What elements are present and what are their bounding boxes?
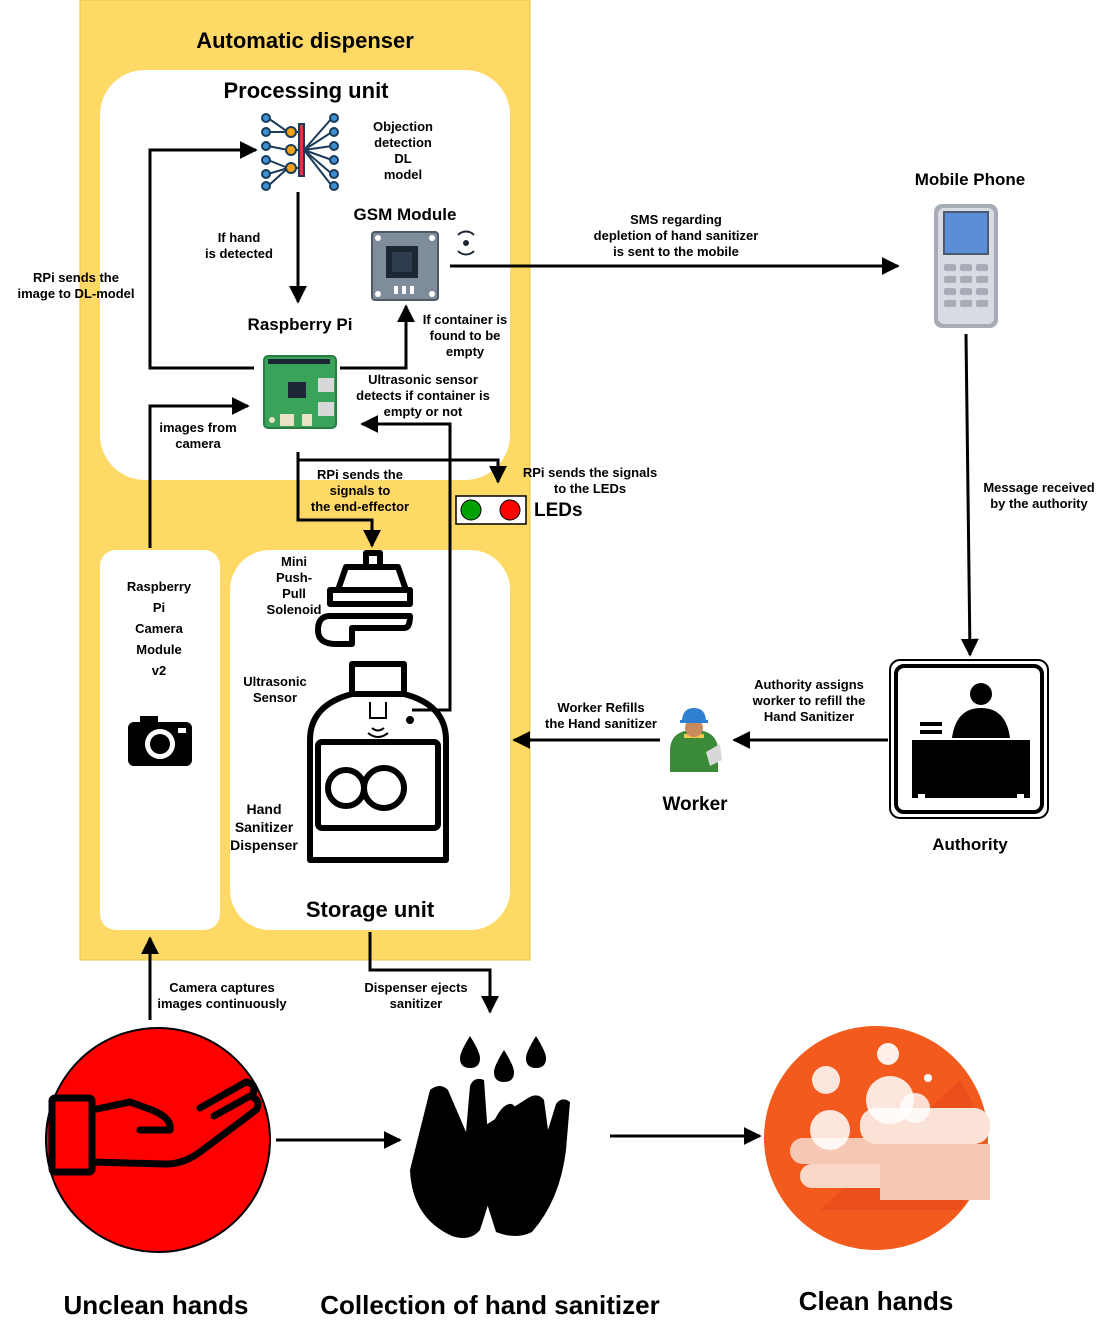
edge-label-dispenser-ejects: Dispenser ejects sanitizer [364,980,468,1011]
raspberry-pi-board-icon [263,355,337,429]
clean-hands-label: Clean hands [798,1286,954,1316]
arrow-mobile-to-authority [960,333,979,657]
worker-label: Worker [662,794,728,815]
edge-label-message-received: Message received by the authority [983,480,1095,511]
collection-label: Collection of hand sanitizer [320,1290,660,1320]
edge-label-authority-assigns: Authority assigns worker to refill the H… [752,677,866,724]
clean-hands-icon [764,1026,990,1250]
washing-hands-icon [410,1036,570,1238]
gsm-module-label: GSM Module [353,205,457,224]
ultrasonic-sensor-label: Ultrasonic Sensor [243,674,307,705]
arrow-dispenser-eject [368,932,499,1014]
leds-label: LEDs [534,500,583,521]
worker-icon [670,708,722,772]
arrow-camera-to-rpi [148,397,250,548]
automatic-dispenser-title: Automatic dispenser [196,28,414,53]
camera-module-label: Raspberry Pi Camera Module v2 [126,579,192,678]
led-green [460,499,482,521]
edge-label-signals-leds: RPi sends the signals to the LEDs [522,465,658,496]
gsm-chip-icon [371,230,475,301]
solenoid-label: Mini Push- Pull Solenoid [266,554,322,617]
hand-sanitizer-dispenser-label: Hand Sanitizer Dispenser [230,801,298,853]
arrow-rpi-to-leds [298,458,507,484]
camera-icon [128,716,192,766]
edge-label-container-empty: If container is found to be empty [422,312,508,359]
dl-model-label: Objection detection DL model [373,119,433,182]
connectors [141,141,979,1149]
led-red [499,499,521,521]
arrow-rpi-to-dl [148,141,258,370]
ultrasonic-wave-icon [367,702,414,738]
authority-label: Authority [932,835,1008,854]
arrow-sensor-to-rpi [360,415,452,712]
edge-label-signals-end-effector: RPi sends the signals to the end-effecto… [310,467,410,514]
authority-desk-icon [889,659,1049,819]
open-hand-icon [45,1027,271,1253]
arrow-rpi-to-gsm [340,304,415,370]
processing-unit-box [100,70,510,480]
edge-label-camera-captures: Camera captures images continuously [157,980,287,1011]
unclean-hands-label: Unclean hands [63,1290,249,1320]
neural-network-icon [261,113,339,191]
edge-label-rpi-sends-image: RPi sends the image to DL-model [17,270,135,301]
soap-dispenser-icon [307,550,449,863]
edge-label-hand-detected: If hand is detected [205,230,273,261]
arrow-rpi-to-solenoid [296,452,381,548]
edge-label-sms: SMS regarding depletion of hand sanitize… [593,212,759,259]
edge-label-ultrasonic-detects: Ultrasonic sensor detects if container i… [356,372,490,419]
edge-label-worker-refills: Worker Refills the Hand sanitizer [545,700,657,731]
edge-label-images-from-camera: images from camera [159,420,237,451]
mobile-phone-label: Mobile Phone [914,170,1026,189]
storage-unit-title: Storage unit [305,897,435,922]
mobile-phone-icon [934,204,998,328]
processing-unit-title: Processing unit [223,78,389,103]
raspberry-pi-label: Raspberry Pi [247,315,353,334]
